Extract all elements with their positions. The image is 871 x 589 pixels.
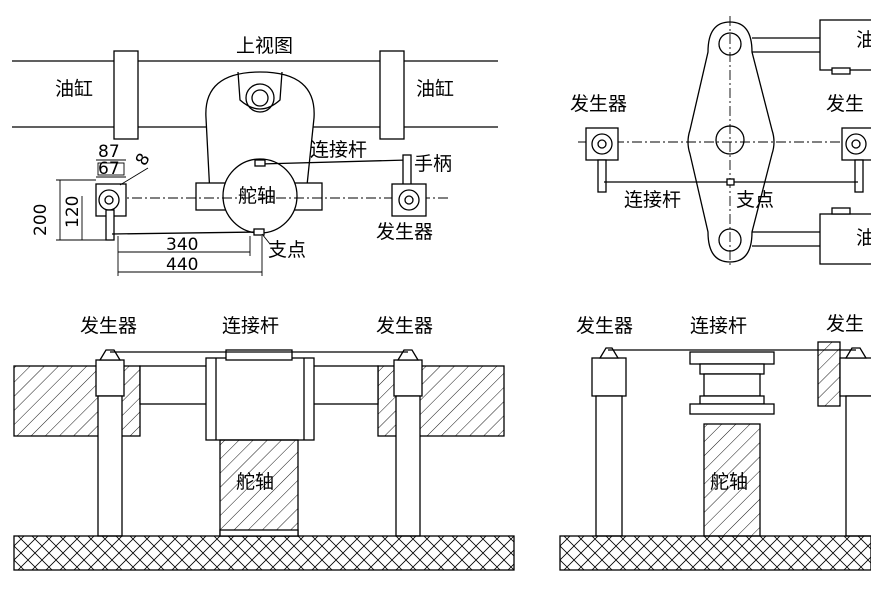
front-view-right	[559, 341, 871, 571]
connecting-rod-label: 连接杆	[310, 139, 367, 161]
generator-left-label-rt: 发生器	[570, 93, 627, 115]
generator-left-top	[95, 183, 127, 241]
cylinder-top-right	[819, 19, 871, 71]
handle-label: 手柄	[414, 153, 452, 175]
connecting-rod-label-rt: 连接杆	[624, 189, 681, 211]
cylinder-right-label: 油缸	[416, 78, 454, 100]
top-view	[12, 50, 498, 276]
cylinder-top-label: 油	[856, 29, 871, 51]
dim-120: 120	[63, 196, 83, 228]
generator-right-right-view	[841, 127, 871, 193]
rudder-shaft-label-fl: 舵轴	[236, 471, 274, 493]
rudder-block	[205, 357, 315, 441]
rudder-shaft-label-fr: 舵轴	[710, 471, 748, 493]
dim-67: 67	[98, 159, 120, 179]
cylinder-left-label: 油缸	[55, 78, 93, 100]
right-top-view	[578, 16, 871, 268]
generator-left-label-fl: 发生器	[80, 315, 137, 337]
rudder-shaft-label: 舵轴	[238, 185, 276, 207]
cylinder-bottom-label: 油	[856, 227, 871, 249]
handle-bar	[402, 154, 412, 186]
front-view-left	[13, 349, 515, 571]
generator-right-label-fl: 发生器	[376, 315, 433, 337]
cylinder-bottom-right	[819, 213, 871, 265]
generator-left-label-fr: 发生器	[576, 315, 633, 337]
connecting-rod-label-fl: 连接杆	[222, 315, 279, 337]
generator-right-label-fr: 发生	[826, 313, 864, 335]
connecting-rod-label-fr: 连接杆	[690, 315, 747, 337]
dim-87: 87	[98, 142, 120, 162]
pivot-label: 支点	[268, 239, 306, 261]
generator-label: 发生器	[376, 221, 433, 243]
dim-8: 8	[132, 150, 155, 169]
right-cylinder-flange	[379, 50, 405, 140]
pivot-label-rt: 支点	[736, 189, 774, 211]
dim-440: 440	[166, 255, 198, 275]
generator-left-right-view	[585, 127, 619, 193]
dim-340: 340	[166, 235, 198, 255]
top-view-title: 上视图	[236, 35, 293, 57]
tiller-body	[205, 71, 315, 196]
generator-right-label-rt: 发生	[826, 93, 864, 115]
tiller-pin	[245, 83, 275, 113]
dim-200: 200	[31, 204, 51, 236]
left-cylinder-flange	[113, 50, 139, 140]
generator-right-top	[391, 183, 427, 217]
